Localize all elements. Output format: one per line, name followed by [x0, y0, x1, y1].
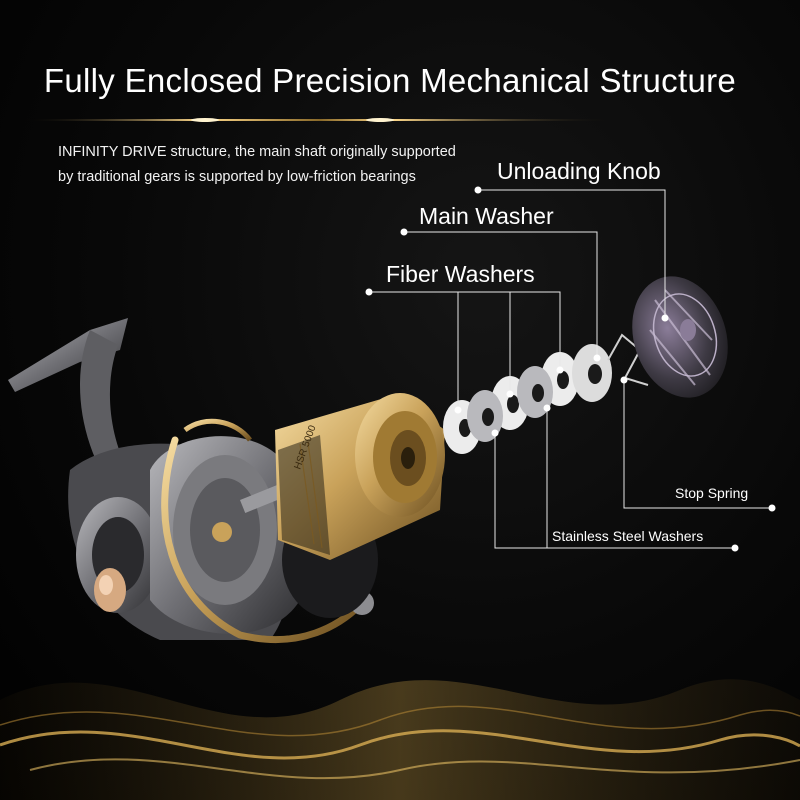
stop-spring-label: Stop Spring [675, 485, 749, 501]
description-text: INFINITY DRIVE structure, the main shaft… [58, 140, 498, 190]
stainless-steel-washers [467, 366, 553, 442]
title-divider [20, 118, 620, 122]
unloading-knob-label: Unloading Knob [497, 158, 661, 184]
description-line-2: by traditional gears is supported by low… [58, 169, 416, 185]
gold-wave-decoration [0, 679, 800, 800]
reel-body [8, 318, 378, 643]
main-washer [572, 344, 612, 402]
page-title: Fully Enclosed Precision Mechanical Stru… [43, 62, 737, 99]
description-line-1: INFINITY DRIVE structure, the main shaft… [58, 144, 456, 160]
fiber-washers-label: Fiber Washers [386, 261, 535, 287]
stainless-steel-washers-label: Stainless Steel Washers [552, 528, 704, 544]
gold-spool [275, 393, 445, 560]
callout-leaders [369, 189, 772, 549]
unloading-knob [632, 276, 728, 398]
callout-dots [365, 186, 776, 552]
main-washer-label: Main Washer [419, 203, 554, 229]
